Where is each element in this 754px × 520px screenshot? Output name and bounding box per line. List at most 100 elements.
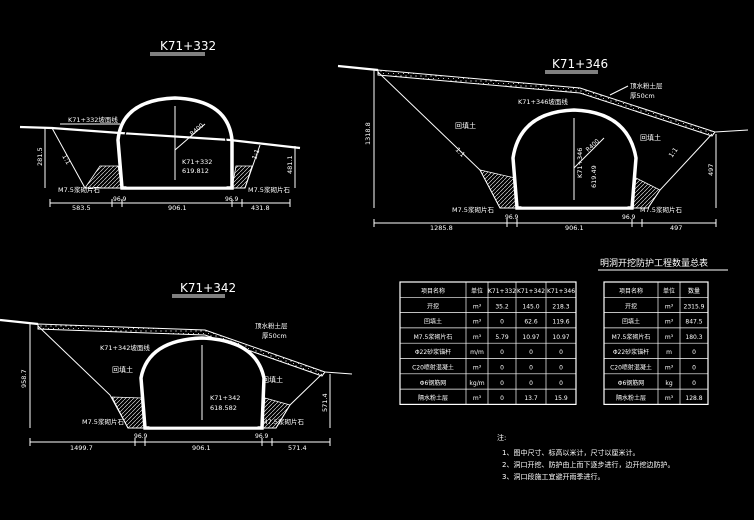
table-cell: 5.79 xyxy=(495,334,509,341)
table-header-cell: 项目名称 xyxy=(619,287,643,295)
table-cell: m³ xyxy=(473,319,482,326)
table-cell: 128.8 xyxy=(685,395,702,402)
table-cell: 0 xyxy=(559,365,563,372)
grout-label-left: M7.5浆砌片石 xyxy=(452,205,494,214)
note-item: 2、洞口开挖、防护由上而下逐步进行，边开挖边防护。 xyxy=(502,460,674,469)
grout-label-left: M7.5浆砌片石 xyxy=(58,185,100,194)
table-cell: 10.97 xyxy=(522,334,539,341)
notes-heading: 注: xyxy=(497,433,506,442)
table-cell: Φ22砂浆锚杆 xyxy=(613,348,649,356)
grout-label-right: M7.5浆砌片石 xyxy=(248,185,290,194)
quantity-tables: 明洞开挖防护工程数量总表 xyxy=(598,257,728,271)
dim-label: 906.1 xyxy=(168,204,187,212)
table-cell: m³ xyxy=(473,334,482,341)
left-height: 958.7 xyxy=(20,369,28,388)
table-cell: 0 xyxy=(692,380,696,387)
table-cell: 13.7 xyxy=(524,395,538,402)
dim-label: 96.9 xyxy=(622,214,636,221)
table-header-cell: K71+342 xyxy=(517,288,545,295)
dim-label: 1499.7 xyxy=(70,444,93,452)
dim-label: 96.9 xyxy=(255,433,269,440)
table-header-cell: 单位 xyxy=(663,287,675,295)
dim-label: 96.9 xyxy=(225,196,239,203)
center-elevation: 619.49 xyxy=(590,165,598,188)
right-height: 497 xyxy=(707,164,715,176)
center-label: K71+346 xyxy=(576,148,584,178)
tick-marks xyxy=(49,199,291,207)
tunnel-lining xyxy=(116,96,234,190)
slope-ratio-right: 1:1 xyxy=(667,146,680,159)
table-cell: 0 xyxy=(500,365,504,372)
table-cell: m³ xyxy=(665,334,674,341)
ground-line xyxy=(324,371,353,375)
table-cell: Φ22砂浆锚杆 xyxy=(415,348,451,356)
dim-label: 906.1 xyxy=(565,224,584,232)
top-soil-thickness: 厚50cm xyxy=(630,92,655,100)
table-header-cell: 单位 xyxy=(471,287,483,295)
dim-label: 497 xyxy=(670,224,682,232)
table-cell: 145.0 xyxy=(522,303,539,310)
dim-label: 583.5 xyxy=(72,204,91,212)
table-cell: 隔水粉土层 xyxy=(616,394,646,402)
left-masonry xyxy=(479,169,518,209)
tick-marks xyxy=(29,438,331,446)
radius-line xyxy=(573,137,605,169)
table-header-cell: K71+332 xyxy=(488,288,516,295)
dim-label: 96.9 xyxy=(134,433,148,440)
right-masonry xyxy=(631,177,661,209)
table-cell: 119.6 xyxy=(552,319,569,326)
table-cell: 回填土 xyxy=(424,318,442,326)
table-header-cell: K71+346 xyxy=(547,288,575,295)
table-cell: 15.9 xyxy=(554,395,568,402)
center-elevation: 619.812 xyxy=(182,167,209,175)
ground-line xyxy=(19,125,301,150)
right-masonry xyxy=(231,165,253,189)
table-cell: 开挖 xyxy=(427,302,439,310)
top-soil-thickness: 厚50cm xyxy=(262,332,287,340)
table-cell: C20喷射混凝土 xyxy=(412,364,454,372)
grout-label-right: M7.5浆砌片石 xyxy=(262,417,304,426)
center-elevation: 618.582 xyxy=(210,404,237,412)
table-cell: 218.3 xyxy=(552,303,569,310)
table-cell: m³ xyxy=(665,319,674,326)
radius-line xyxy=(174,123,206,151)
section-title: K71+346 xyxy=(552,57,608,71)
ground-line xyxy=(714,129,749,133)
table-cell: 0 xyxy=(529,365,533,372)
top-soil-layer xyxy=(37,323,326,377)
table-cell: M7.5浆砌片石 xyxy=(414,333,453,341)
radius-label: R400 xyxy=(189,122,206,138)
table-cell: 35.2 xyxy=(495,303,509,310)
table-cell: m³ xyxy=(473,395,482,402)
dim-label: 906.1 xyxy=(192,444,211,452)
tunnel-lining-inner xyxy=(123,103,227,187)
note-item: 1、图中尺寸、标高以米计，尺寸以厘米计。 xyxy=(502,448,639,457)
left-height: 1318.8 xyxy=(364,122,372,145)
tunnel-lining xyxy=(511,108,638,210)
table-cell: 开挖 xyxy=(625,302,637,310)
table-cell: C20喷射混凝土 xyxy=(610,364,652,372)
center-label: K71+332 xyxy=(182,158,212,166)
section-k71-332: K71+332 R400 K71+332 619.812 K71+332坡面线 … xyxy=(19,39,301,212)
dim-label: 1285.8 xyxy=(430,224,453,232)
table-cell: 847.5 xyxy=(685,319,702,326)
table-cell: m xyxy=(666,349,672,356)
table-cell: kg xyxy=(665,380,672,387)
right-height: 571.4 xyxy=(321,393,329,412)
table-cell: 0 xyxy=(559,349,563,356)
table-cell: Φ6钢筋网 xyxy=(618,379,645,387)
tunnel-lining xyxy=(139,336,266,430)
table-cell: Φ6钢筋网 xyxy=(420,379,447,387)
ground-line xyxy=(337,64,379,72)
grout-label-right: M7.5浆砌片石 xyxy=(640,205,682,214)
tunnel-lining-inner xyxy=(146,343,259,427)
section-k71-342: K71+342 K71+342 618.582 K71+342坡面线 顶水粉土层… xyxy=(0,281,353,452)
center-label: K71+342 xyxy=(210,394,240,402)
table-cell: 隔水粉土层 xyxy=(418,394,448,402)
table-cell: 0 xyxy=(692,349,696,356)
dim-label: 96.9 xyxy=(505,214,519,221)
right-height: 481.1 xyxy=(286,155,294,174)
